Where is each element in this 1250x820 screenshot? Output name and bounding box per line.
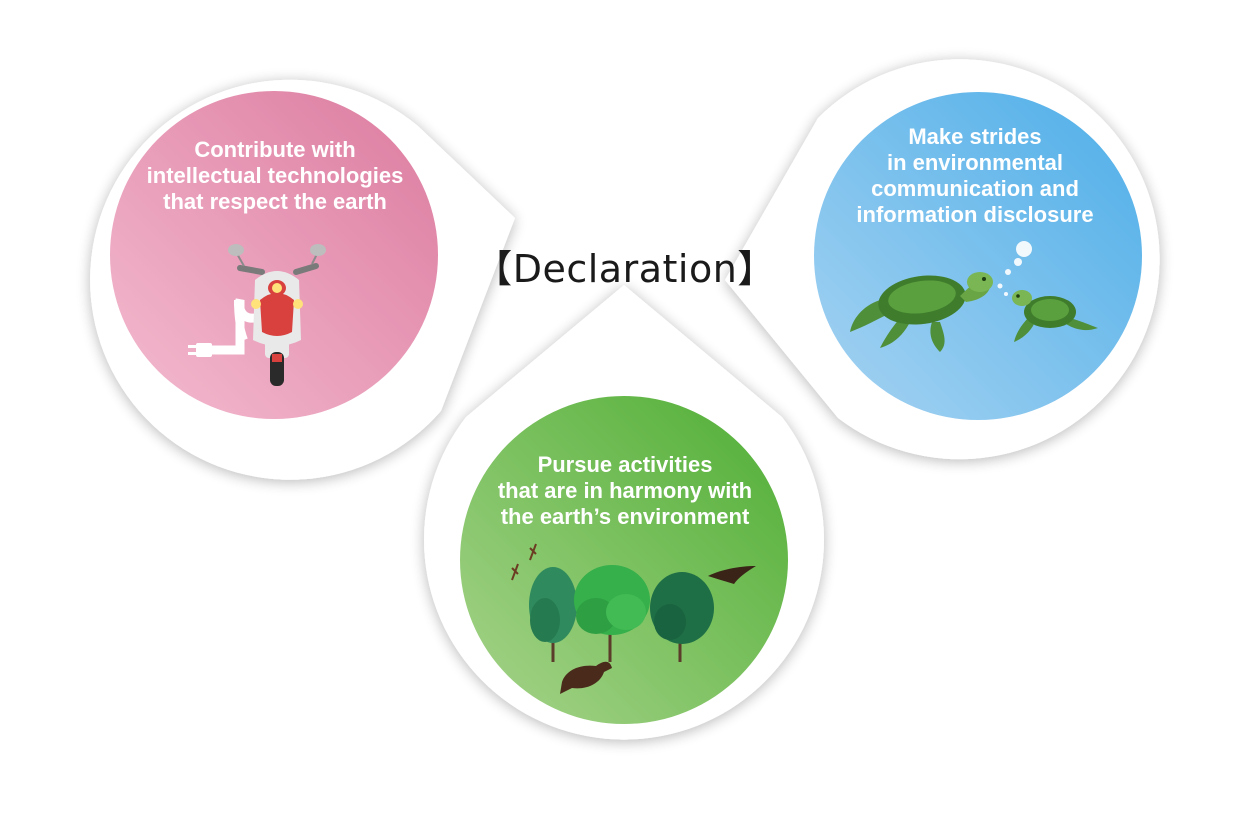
caption-bottom-line-2: that are in harmony with [497, 478, 753, 503]
sea-turtles-icon [850, 241, 1098, 352]
circle-bottom [460, 396, 788, 724]
caption-right: Make strides in environmental communicat… [825, 124, 1125, 228]
caption-right-line-3: communication and [871, 176, 1079, 201]
electric-scooter-icon [188, 244, 326, 386]
caption-right-line-4: information disclosure [856, 202, 1094, 227]
caption-right-line-2: in environmental [886, 150, 1064, 175]
caption-bottom-line-1: Pursue activities [537, 452, 713, 477]
circle-left [110, 91, 438, 419]
caption-left-line-3: that respect the earth [163, 189, 387, 214]
caption-left: Contribute with intellectual technologie… [130, 137, 420, 215]
forest-animals-icon [511, 543, 756, 694]
caption-bottom-line-3: the earth’s environment [500, 504, 750, 529]
caption-bottom: Pursue activities that are in harmony wi… [470, 452, 780, 530]
caption-right-line-1: Make strides [908, 124, 1042, 149]
caption-left-line-2: intellectual technologies [146, 163, 404, 188]
declaration-title: 【Declaration】 [474, 247, 776, 291]
caption-left-line-1: Contribute with [194, 137, 356, 162]
